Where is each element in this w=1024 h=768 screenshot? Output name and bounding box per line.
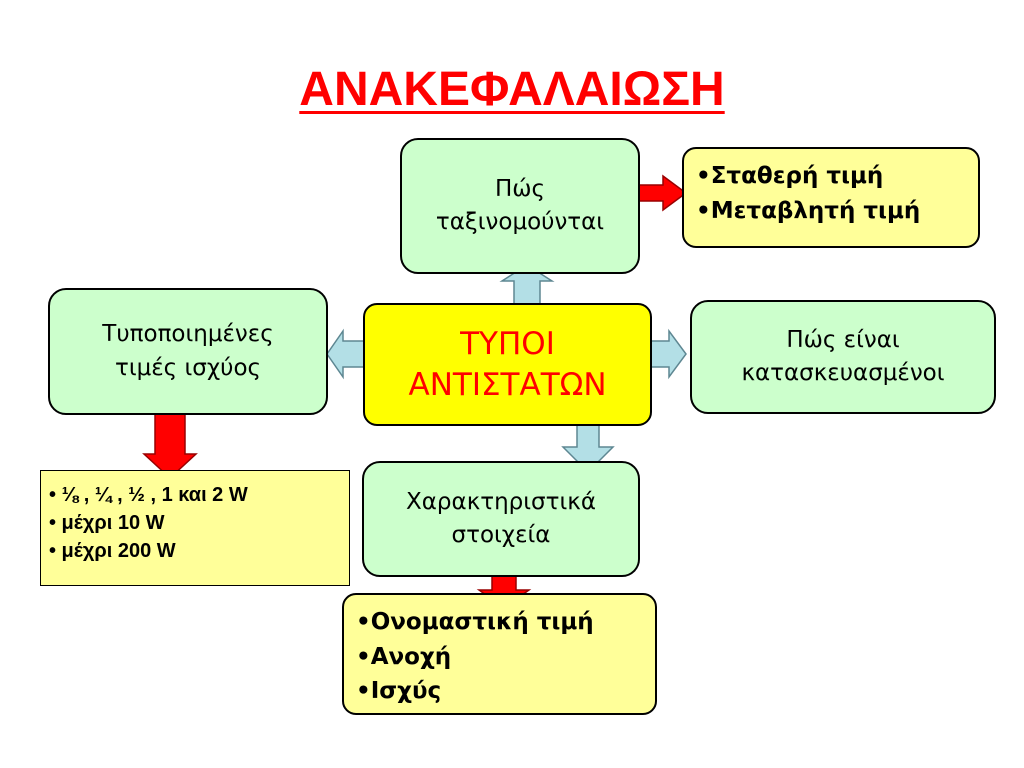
center-line: ΑΝΤΙΣΤΑΤΩΝ — [408, 366, 607, 403]
characteristics-line: Χαρακτηριστικά — [406, 488, 596, 515]
characteristics-line: στοιχεία — [451, 522, 551, 548]
classification-list: •Σταθερή τιμή •Μεταβλητή τιμή — [682, 147, 980, 248]
characteristics-list: •Ονομαστική τιμή •Ανοχή •Ισχύς — [342, 593, 657, 715]
construction-line: Πώς είναι — [786, 326, 900, 353]
list-item: • μέχρι 10 W — [49, 512, 165, 534]
characteristics-box: Χαρακτηριστικά στοιχεία — [362, 461, 640, 577]
page-title: ΑΝΑΚΕΦΑΛΑΙΩΣΗ — [299, 63, 725, 116]
power-ratings-line: τιμές ισχύος — [114, 354, 262, 381]
arrow-down-to-characteristics — [561, 422, 615, 474]
list-item: •Ισχύς — [356, 678, 442, 704]
center-box: ΤΥΠΟΙ ΑΝΤΙΣΤΑΤΩΝ — [363, 303, 652, 426]
list-item: • μέχρι 200 W — [49, 540, 176, 562]
classification-box: Πώς ταξινομούνται — [400, 138, 640, 274]
arrow-right-to-classification-list — [637, 174, 688, 212]
center-line: ΤΥΠΟΙ — [460, 326, 555, 363]
power-ratings-line: Τυποποιημένες — [102, 321, 274, 348]
list-item: •Μεταβλητή τιμή — [696, 197, 921, 224]
classification-line: Πώς — [494, 175, 546, 202]
construction-box: Πώς είναι κατασκευασμένοι — [690, 300, 996, 414]
arrow-right-to-construction — [649, 328, 687, 380]
arrow-left-to-power-ratings — [326, 328, 365, 380]
classification-line: ταξινομούνται — [435, 209, 605, 235]
list-item: •Ονομαστική τιμή — [356, 609, 594, 635]
arrow-down-to-power-list — [142, 404, 198, 480]
list-item: •Ανοχή — [356, 643, 452, 670]
construction-line: κατασκευασμένοι — [741, 360, 945, 386]
power-ratings-list: • ⅛ , ¼ , ½ , 1 και 2 W • μέχρι 10 W • μ… — [40, 470, 350, 586]
list-item: • ⅛ , ¼ , ½ , 1 και 2 W — [49, 484, 248, 506]
list-item: •Σταθερή τιμή — [696, 163, 884, 189]
power-ratings-box: Τυποποιημένες τιμές ισχύος — [48, 288, 328, 415]
